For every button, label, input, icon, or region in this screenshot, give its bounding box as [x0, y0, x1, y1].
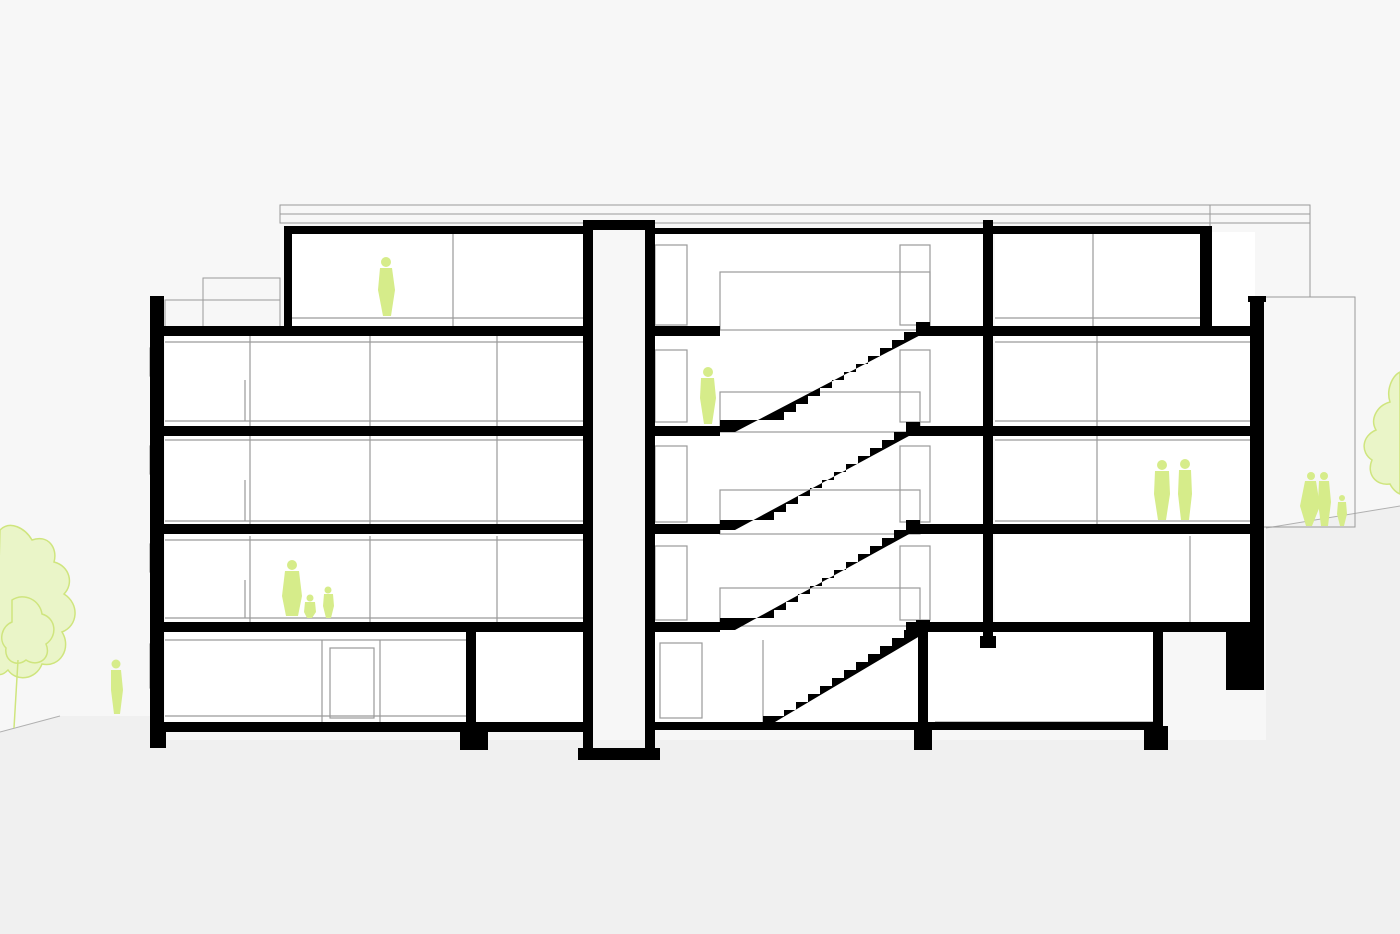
person-top-floor — [378, 257, 395, 316]
adult-with-children — [282, 560, 334, 618]
structure-cut — [150, 220, 1266, 760]
ground-terrain-right — [1266, 506, 1400, 934]
person-stair-landing — [700, 367, 716, 424]
people-figures — [111, 257, 1347, 714]
ground-line-right — [1265, 505, 1400, 529]
stair-flight-3 — [720, 422, 920, 530]
ground-base — [140, 740, 1400, 934]
tree-right-small — [1363, 371, 1400, 495]
staircase — [720, 322, 930, 722]
ground-line-left — [0, 715, 61, 733]
tree-left-large — [0, 524, 76, 729]
stair-flight-4 — [720, 322, 930, 432]
ground-terrain — [0, 716, 150, 934]
interior-spaces — [165, 232, 1255, 726]
group-right-exterior — [1300, 472, 1347, 526]
person-ground-left — [111, 659, 123, 714]
pair-right-upper — [1154, 459, 1192, 520]
stair-flight-2 — [720, 520, 920, 630]
stair-flight-1 — [763, 620, 930, 722]
